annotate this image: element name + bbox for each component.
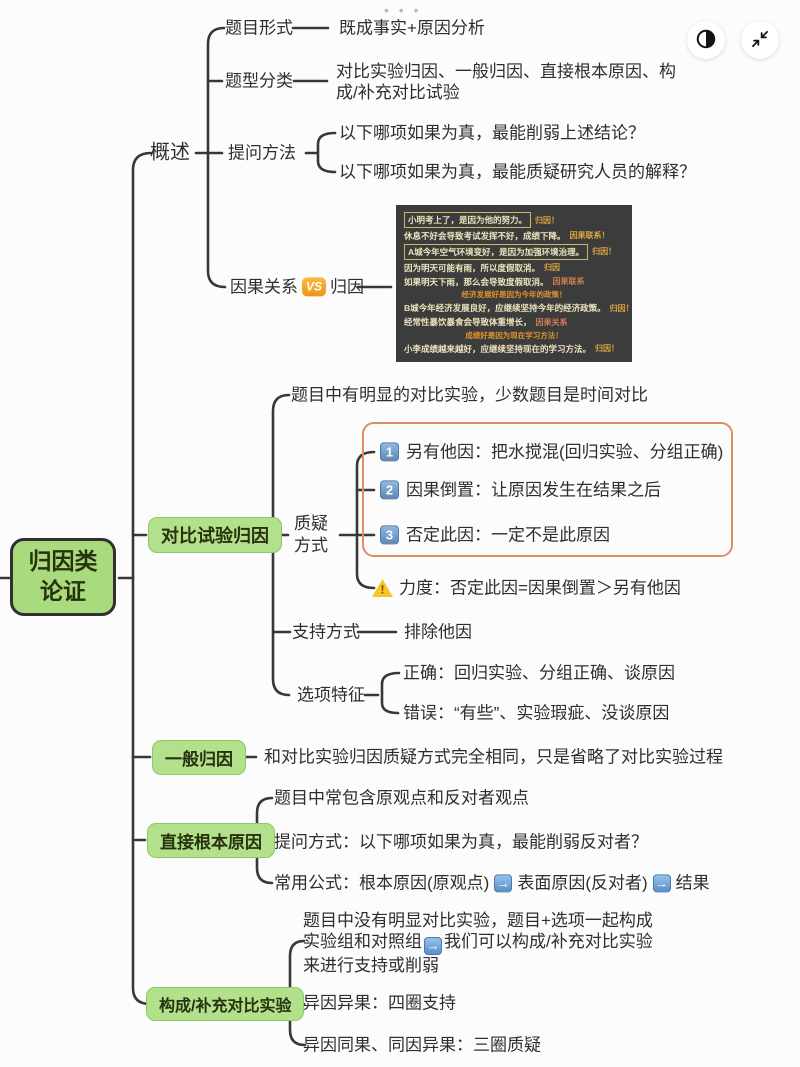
direct-feature: 题目中常包含原观点和反对者观点 (274, 788, 529, 808)
more-options[interactable]: • • • (384, 2, 422, 18)
overview-question-2: 以下哪项如果为真，最能质疑研究人员的解释？ (339, 162, 696, 182)
arrow-right-badge-icon: → (652, 874, 671, 892)
general-value: 和对比实验归因质疑方式完全相同，只是省略了对比实验过程 (264, 747, 723, 767)
direct-formula: 常用公式：根本原因(原观点) → 表面原因(反对者) → 结果 (274, 873, 710, 893)
contrast-intro: 题目中有明显的对比实验，少数题目是时间对比 (291, 385, 648, 405)
vs-badge-icon: VS (302, 277, 327, 297)
options-wrong: 错误：“有些”、实验瑕疵、没谈原因 (403, 703, 670, 723)
overview-form-label[interactable]: 题目形式 (225, 18, 293, 38)
collapse-button[interactable] (741, 21, 779, 59)
branch-general-node[interactable]: 一般归因 (152, 740, 246, 775)
causal-label-right: 归因 (330, 277, 365, 297)
branch-contrast-node[interactable]: 对比试验归因 (148, 517, 282, 553)
image-subline: 经济发展好是因为今年的政策！ (461, 290, 567, 300)
contrast-icon (695, 28, 717, 53)
causal-examples-image[interactable]: 小明考上了，是因为他的努力。归因！ 休息不好会导致考试发挥不好，成绩下降。因果联… (396, 205, 634, 362)
image-line: A城今年空气环境变好，是因为加强环境治理。归因！ (404, 243, 624, 260)
overview-form-value: 既成事实+原因分析 (339, 18, 485, 38)
branch-compose-node[interactable]: 构成/补充对比实验 (146, 987, 305, 1021)
compose-intro: 题目中没有明显对比实验，题目+选项一起构成实验组和对照组→我们可以构成/补充对比… (303, 911, 653, 975)
overview-question-1: 以下哪项如果为真，最能削弱上述结论？ (339, 123, 645, 143)
overview-types-label[interactable]: 题型分类 (225, 71, 293, 91)
options-correct: 正确：回归实验、分组正确、谈原因 (403, 663, 675, 683)
number-2-badge-icon: 2 (380, 480, 399, 500)
image-line: 小明考上了，是因为他的努力。归因！ (404, 212, 624, 228)
support-label[interactable]: 支持方式 (292, 622, 360, 642)
options-label[interactable]: 选项特征 (297, 685, 365, 705)
challenge-item-1: 1 另有他因：把水搅混(回归实验、分组正确) (380, 441, 723, 462)
number-3-badge-icon: 3 (380, 525, 399, 545)
image-line: B城今年经济发展良好，应继续坚持今年的经济政策。归因！ (404, 303, 634, 314)
number-1-badge-icon: 1 (380, 442, 399, 462)
compose-item-2: 异因同果、同因异果：三圈质疑 (303, 1035, 541, 1055)
overview-questions-label[interactable]: 提问方法 (228, 143, 296, 163)
causal-label-left: 因果关系 (230, 277, 298, 297)
challenge-label[interactable]: 质疑方式 (294, 514, 328, 555)
compose-item-1: 异因异果：四圈支持 (303, 993, 456, 1013)
challenge-item-3: 3 否定此因：一定不是此原因 (380, 524, 610, 545)
image-line: 如果明天下雨，那么会导致度假取消。因果联系 (404, 276, 585, 287)
arrow-right-badge-icon: → (424, 936, 442, 955)
challenge-highlight-box (362, 422, 733, 557)
image-line: 小李成绩越来越好，应继续坚持现在的学习方法。归因！ (404, 343, 620, 354)
support-value: 排除他因 (404, 622, 472, 642)
contrast-toggle-button[interactable] (687, 21, 725, 59)
image-subline: 成绩好是因为现在学习方法！ (465, 331, 563, 340)
image-line: 因为明天可能有雨，所以度假取消。归因 (404, 262, 561, 273)
root-node[interactable]: 归因类论证 (10, 538, 116, 616)
direct-question: 提问方式：以下哪项如果为真，最能削弱反对者？ (274, 832, 648, 852)
challenge-strength: 力度：否定此因=因果倒置＞另有他因 (372, 577, 681, 598)
overview-types-value: 对比实验归因、一般归因、直接根本原因、构成/补充对比试验 (336, 62, 676, 102)
image-line: 经常性暴饮暴食会导致体重增长，因果关系 (404, 317, 568, 328)
collapse-icon (750, 29, 770, 52)
branch-direct-node[interactable]: 直接根本原因 (147, 823, 275, 858)
overview-causal-label[interactable]: 因果关系 VS 归因 (230, 276, 364, 297)
branch-overview-label[interactable]: 概述 (150, 141, 190, 164)
challenge-item-2: 2 因果倒置：让原因发生在结果之后 (380, 479, 661, 500)
image-line: 休息不好会导致考试发挥不好，成绩下降。因果联系！ (404, 230, 610, 241)
warning-icon (372, 579, 393, 597)
arrow-right-badge-icon: → (494, 874, 513, 892)
